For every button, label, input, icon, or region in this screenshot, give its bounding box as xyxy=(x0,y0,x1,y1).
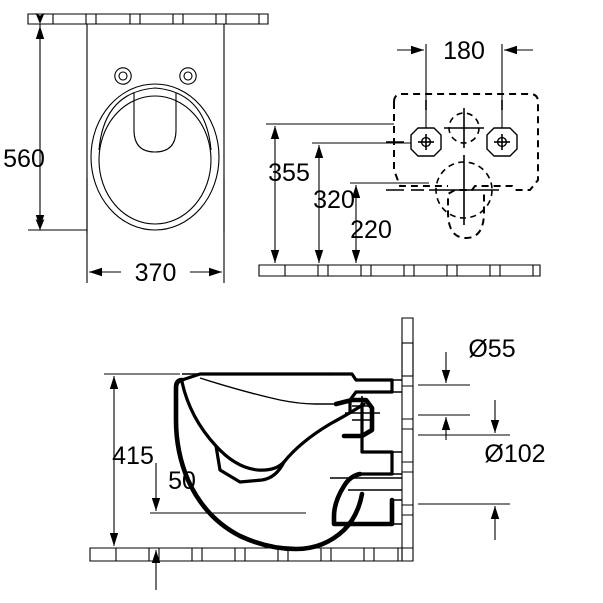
bowl-inner-upper xyxy=(180,380,286,472)
dimension-dia55-label: Ø55 xyxy=(468,335,515,363)
plan-view: 560 370 xyxy=(3,13,269,287)
dimension-180-label: 180 xyxy=(443,37,485,65)
flush-inlet-circle xyxy=(444,108,484,148)
dimension-560-label: 560 xyxy=(3,145,45,173)
dimension-355: 355 xyxy=(266,123,394,263)
waste-outlet-circle xyxy=(386,155,499,225)
dimension-180: 180 xyxy=(397,37,533,128)
mounting-boss-left xyxy=(410,127,442,157)
bolt-hole-left xyxy=(114,67,132,85)
rear-view: 180 355 320 220 xyxy=(258,37,541,277)
wall-joint-top xyxy=(392,379,402,393)
floor-hatch-band-section xyxy=(89,547,403,562)
dimension-dia55: Ø55 xyxy=(418,335,516,440)
wall-joint-mid xyxy=(392,451,402,475)
bowl-rim-front xyxy=(180,372,332,382)
dimension-415: 415 xyxy=(104,373,180,546)
dimension-370-label: 370 xyxy=(135,259,177,287)
seat-rim-outer xyxy=(90,83,220,231)
dimension-dia102-label: Ø102 xyxy=(484,440,545,468)
floor-hatch-band-rear xyxy=(258,264,541,277)
dimension-320-label: 320 xyxy=(313,186,355,214)
seat-rim-inner xyxy=(98,95,212,225)
dimension-415-label: 415 xyxy=(112,442,154,470)
dimension-dia102: Ø102 xyxy=(418,400,546,540)
dimension-220: 220 xyxy=(350,182,429,263)
dimension-50: 50 xyxy=(150,463,306,590)
section-view: 415 50 Ø55 Ø102 xyxy=(89,317,546,590)
dimension-320: 320 xyxy=(312,142,411,263)
bolt-hole-right xyxy=(179,67,197,85)
bowl-section-outer xyxy=(173,377,365,552)
bowl-throat-line xyxy=(282,402,366,464)
dimension-560: 560 xyxy=(3,13,87,231)
outlet-spigot xyxy=(331,471,395,527)
seat-rim-top-arc xyxy=(98,87,212,151)
flush-channel xyxy=(133,93,177,153)
bowl-shelf-line xyxy=(199,377,336,405)
dimension-50-label: 50 xyxy=(168,467,196,495)
wall-joint-low xyxy=(392,499,402,525)
dimension-370: 370 xyxy=(86,178,225,287)
hidden-body-outline-left xyxy=(393,102,448,187)
hidden-body-outline xyxy=(393,93,539,240)
bowl-inner-fold xyxy=(214,444,286,484)
dimension-355-label: 355 xyxy=(268,159,310,187)
mounting-boss-right xyxy=(486,127,518,157)
wall-hatch-band xyxy=(27,13,269,25)
dimension-220-label: 220 xyxy=(350,216,392,244)
outlet-upper-wall xyxy=(358,402,394,476)
wall-hatch-vertical xyxy=(401,317,414,562)
